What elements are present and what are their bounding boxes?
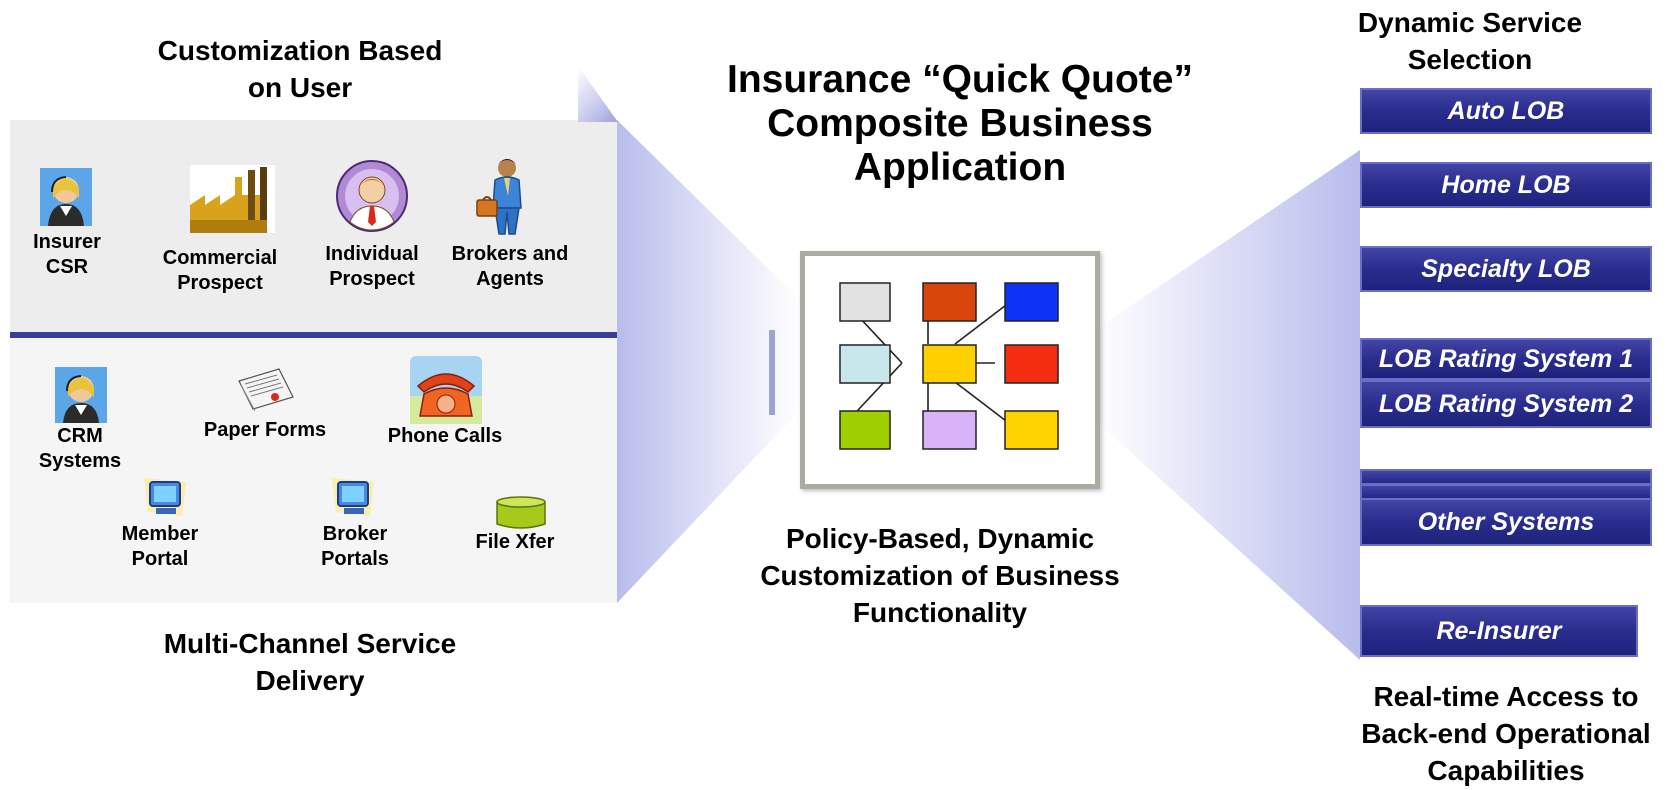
channel-label-phone-calls: Phone Calls: [387, 425, 503, 447]
paper-form-icon: [238, 368, 294, 411]
node-middle-center: [922, 344, 977, 384]
user-label-insurer-csr: Insurer CSR: [33, 231, 101, 278]
headset-agent-icon: [55, 367, 107, 423]
headset-agent-icon: [40, 168, 92, 226]
node-bottom-left: [839, 410, 891, 450]
computer-icon: [144, 478, 186, 516]
node-middle-right: [1004, 344, 1059, 384]
factory-icon: [190, 165, 275, 233]
channel-label-crm-systems: CRM Systems: [38, 425, 122, 472]
channel-label-file-xfer: File Xfer: [475, 531, 555, 553]
database-cylinder-icon: [496, 496, 546, 529]
center-caption: Policy-Based, Dynamic Customization of B…: [760, 523, 1120, 628]
node-top-center: [922, 282, 977, 322]
user-label-individual-prospect: Individual Prospect: [325, 243, 419, 290]
service-lob-rating-system-2[interactable]: LOB Rating System 2: [1360, 380, 1652, 428]
node-top-left: [839, 282, 891, 322]
service-other-systems[interactable]: Other Systems: [1360, 498, 1652, 546]
businessman-icon: [476, 159, 522, 235]
node-middle-left: [839, 344, 891, 384]
service-re-insurer[interactable]: Re-Insurer: [1360, 605, 1638, 657]
right-funnel: [1095, 150, 1360, 660]
user-label-commercial-prospect: Commercial Prospect: [162, 247, 278, 294]
node-bottom-right: [1004, 410, 1059, 450]
channel-label-member-portal: Member Portal: [121, 523, 199, 570]
channel-label-paper-forms: Paper Forms: [203, 419, 327, 441]
left-funnel: [617, 120, 800, 603]
right-heading: Dynamic Service Selection: [1357, 7, 1583, 75]
service-stack-bar: [1360, 469, 1652, 485]
service-lob-rating-system-1[interactable]: LOB Rating System 1: [1360, 338, 1652, 380]
right-caption: Real-time Access to Back-end Operational…: [1361, 681, 1651, 786]
telephone-icon: [410, 356, 482, 424]
panel-divider: [10, 332, 617, 338]
node-network: [839, 282, 1059, 450]
channel-label-broker-portals: Broker Portals: [321, 523, 389, 570]
node-bottom-center: [922, 410, 977, 450]
center-title: Insurance “Quick Quote” Composite Busine…: [727, 58, 1193, 189]
channel-panel: [10, 338, 617, 603]
computer-icon: [332, 478, 374, 516]
left-heading: Customization Based on User: [157, 35, 443, 103]
left-caption: Multi-Channel Service Delivery: [163, 628, 457, 696]
node-top-right: [1004, 282, 1059, 322]
service-home-lob[interactable]: Home LOB: [1360, 162, 1652, 208]
service-auto-lob[interactable]: Auto LOB: [1360, 88, 1652, 134]
service-specialty-lob[interactable]: Specialty LOB: [1360, 246, 1652, 292]
user-label-brokers-agents: Brokers and Agents: [451, 243, 569, 290]
funnel-edge-bar: [769, 330, 775, 415]
person-icon: [336, 160, 408, 232]
